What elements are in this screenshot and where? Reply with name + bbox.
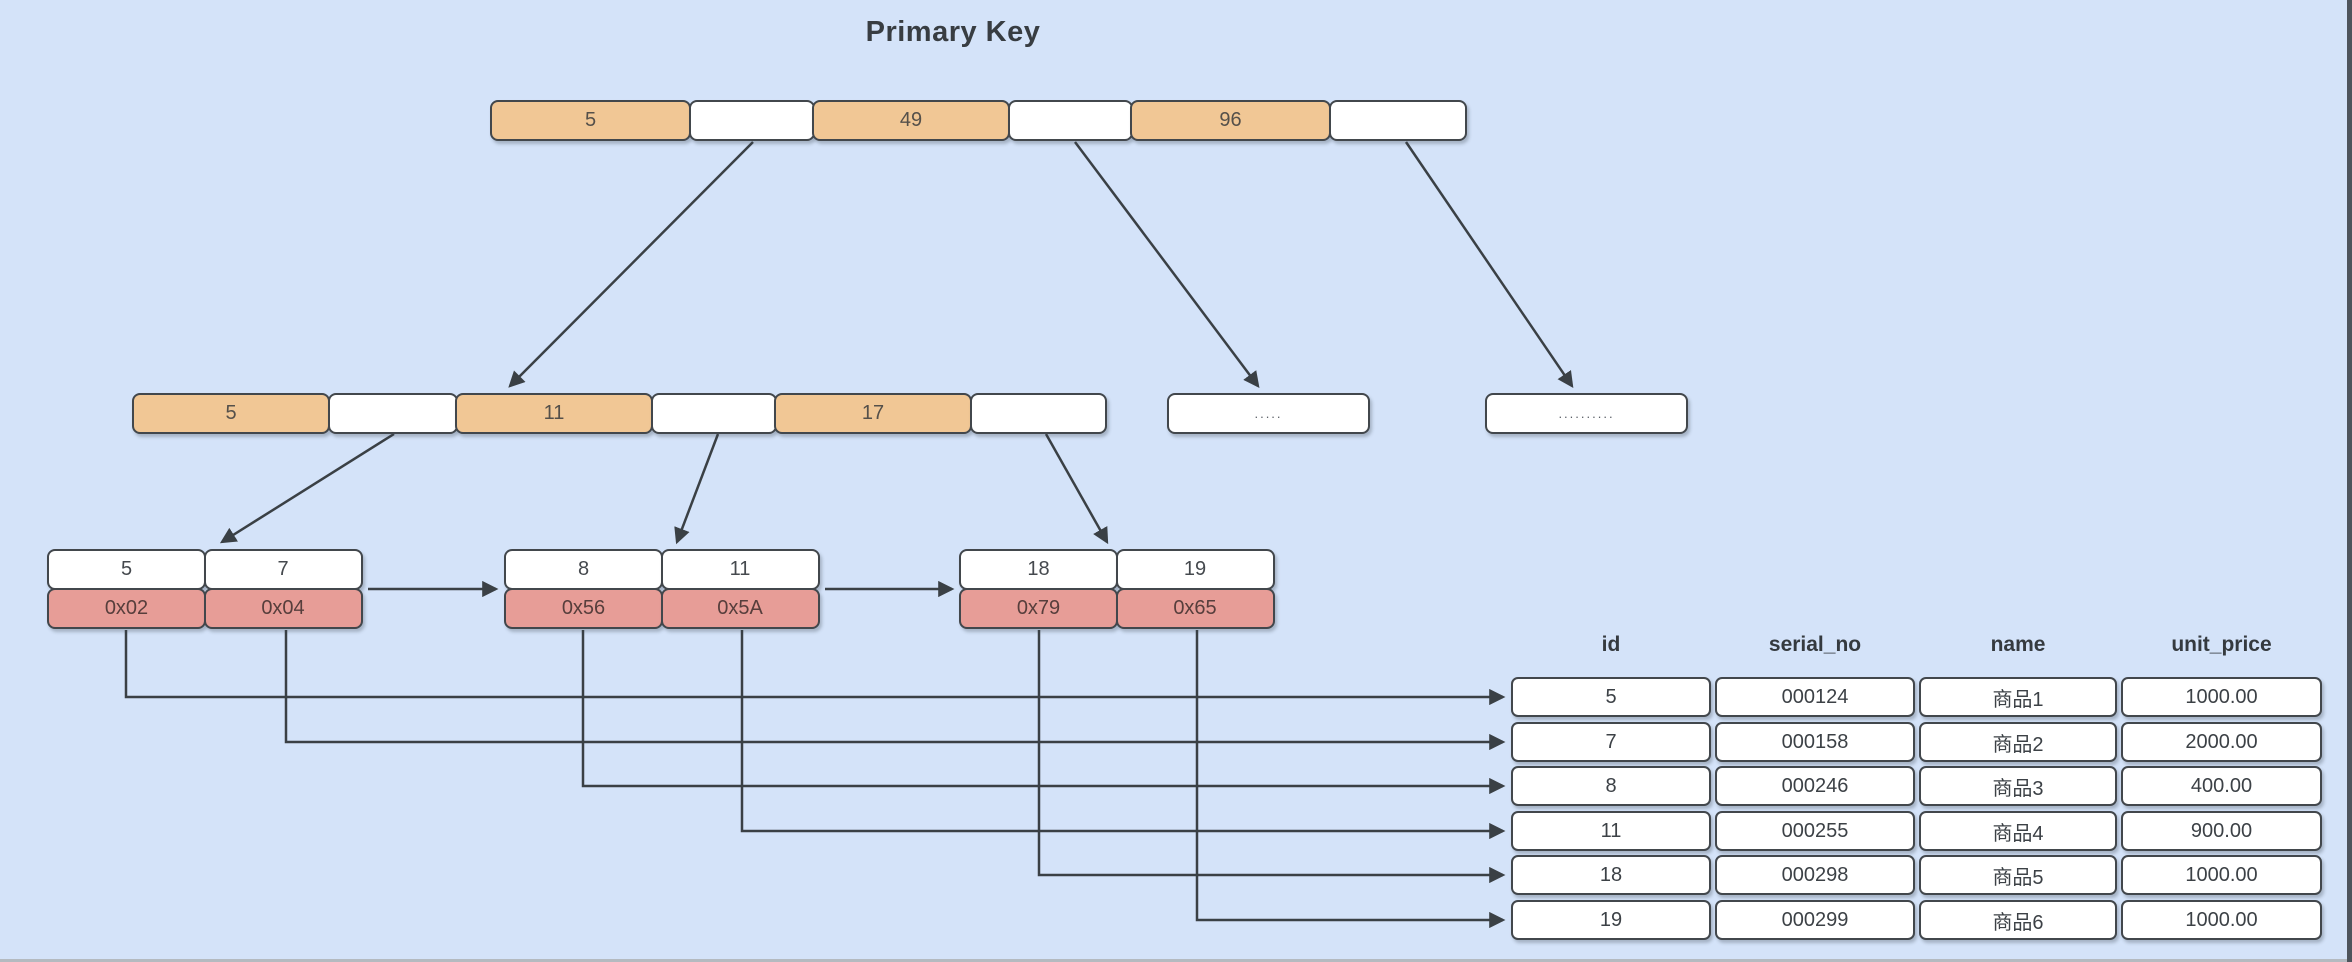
edge-root-to-overflow-2	[1404, 141, 1574, 389]
table-cell-serial-no: 000124	[1715, 677, 1915, 717]
internal-key-cell: 5	[132, 393, 330, 434]
edge-pointer-0x04-to-row-2	[284, 630, 1506, 751]
edge-internal-to-leaf-3	[1044, 433, 1109, 545]
edge-internal-to-leaf-1	[219, 432, 395, 544]
edge-root-to-overflow-1	[1074, 141, 1260, 388]
table-cell-name: 商品1	[1919, 677, 2117, 717]
internal-pointer-cell	[327, 393, 458, 434]
table-cell-id: 11	[1511, 811, 1711, 851]
column-header-serial-no: serial_no	[1768, 633, 1862, 656]
root-pointer-cell	[688, 100, 815, 141]
leaf-key-cell: 5	[47, 549, 206, 590]
edge-pointer-0x02-to-row-1	[124, 630, 1506, 706]
leaf-key-cell: 8	[504, 549, 663, 590]
internal-pointer-cell	[650, 393, 777, 434]
table-cell-id: 19	[1511, 900, 1711, 940]
leaf-node-3: 18 19 0x79 0x65	[959, 549, 1275, 629]
table-cell-serial-no: 000255	[1715, 811, 1915, 851]
table-cell-id: 5	[1511, 677, 1711, 717]
leaf-pointer-cell: 0x56	[504, 587, 663, 629]
edge-pointer-0x5A-to-row-4	[740, 630, 1506, 840]
table-cell-unit-price: 400.00	[2121, 766, 2322, 806]
leaf-key-cell: 18	[959, 549, 1118, 590]
table-cell-unit-price: 2000.00	[2121, 722, 2322, 762]
table-cell-name: 商品3	[1919, 766, 2117, 806]
internal-key-cell: 11	[455, 393, 653, 434]
leaf-key-cell: 11	[660, 549, 820, 590]
table-cell-serial-no: 000246	[1715, 766, 1915, 806]
leaf-node-2: 8 11 0x56 0x5A	[504, 549, 820, 629]
leaf-pointer-cell: 0x04	[203, 587, 363, 629]
overflow-node-2: ..........	[1485, 393, 1688, 434]
root-pointer-cell	[1328, 100, 1467, 141]
column-header-id: id	[1601, 633, 1621, 656]
overflow-dots-cell: ..........	[1485, 393, 1688, 434]
leaf-node-1: 5 7 0x02 0x04	[47, 549, 363, 629]
internal-pointer-cell	[969, 393, 1107, 434]
table-cell-id: 7	[1511, 722, 1711, 762]
table-cell-unit-price: 1000.00	[2121, 677, 2322, 717]
root-key-cell: 49	[812, 100, 1010, 141]
table-cell-name: 商品6	[1919, 900, 2117, 940]
root-node: 5 49 96	[490, 100, 1467, 141]
leaf-pointer-cell: 0x79	[959, 587, 1118, 629]
table-cell-unit-price: 900.00	[2121, 811, 2322, 851]
leaf-pointer-cell: 0x5A	[660, 587, 820, 629]
overflow-node-1: .....	[1167, 393, 1370, 434]
edge-root-to-internal	[508, 141, 754, 388]
table-cell-serial-no: 000158	[1715, 722, 1915, 762]
table-header: id serial_no name unit_price	[1511, 628, 2322, 662]
root-key-cell: 96	[1130, 100, 1331, 141]
table-cell-name: 商品2	[1919, 722, 2117, 762]
leaf-key-cell: 19	[1115, 549, 1275, 590]
table-cell-name: 商品5	[1919, 855, 2117, 895]
edge-pointer-0x79-to-row-5	[1037, 630, 1506, 884]
leaf-pointer-cell: 0x02	[47, 587, 206, 629]
table-cell-name: 商品4	[1919, 811, 2117, 851]
table-row: 18 000298 商品5 1000.00	[1511, 855, 2322, 895]
table-row: 8 000246 商品3 400.00	[1511, 766, 2322, 806]
edge-internal-to-leaf-2	[674, 433, 720, 545]
internal-key-cell: 17	[774, 393, 972, 434]
window-right-scrollbar-edge	[2347, 0, 2352, 962]
table-cell-serial-no: 000298	[1715, 855, 1915, 895]
table-row: 19 000299 商品6 1000.00	[1511, 900, 2322, 940]
leaf-key-cell: 7	[203, 549, 363, 590]
root-pointer-cell	[1007, 100, 1133, 141]
table-cell-unit-price: 1000.00	[2121, 855, 2322, 895]
internal-node: 5 11 17	[132, 393, 1107, 434]
leaf-pointer-cell: 0x65	[1115, 587, 1275, 629]
edge-pointer-0x56-to-row-3	[581, 630, 1506, 795]
table-cell-id: 8	[1511, 766, 1711, 806]
root-key-cell: 5	[490, 100, 691, 141]
diagram-title: Primary Key	[865, 16, 1041, 48]
table-cell-unit-price: 1000.00	[2121, 900, 2322, 940]
table-row: 7 000158 商品2 2000.00	[1511, 722, 2322, 762]
edge-pointer-0x65-to-row-6	[1195, 630, 1506, 929]
window-bottom-edge	[0, 959, 2347, 962]
column-header-unit-price: unit_price	[2171, 633, 2272, 656]
table-cell-serial-no: 000299	[1715, 900, 1915, 940]
overflow-dots-cell: .....	[1167, 393, 1370, 434]
column-header-name: name	[1990, 633, 2046, 656]
table-row: 5 000124 商品1 1000.00	[1511, 677, 2322, 717]
table-cell-id: 18	[1511, 855, 1711, 895]
table-row: 11 000255 商品4 900.00	[1511, 811, 2322, 851]
